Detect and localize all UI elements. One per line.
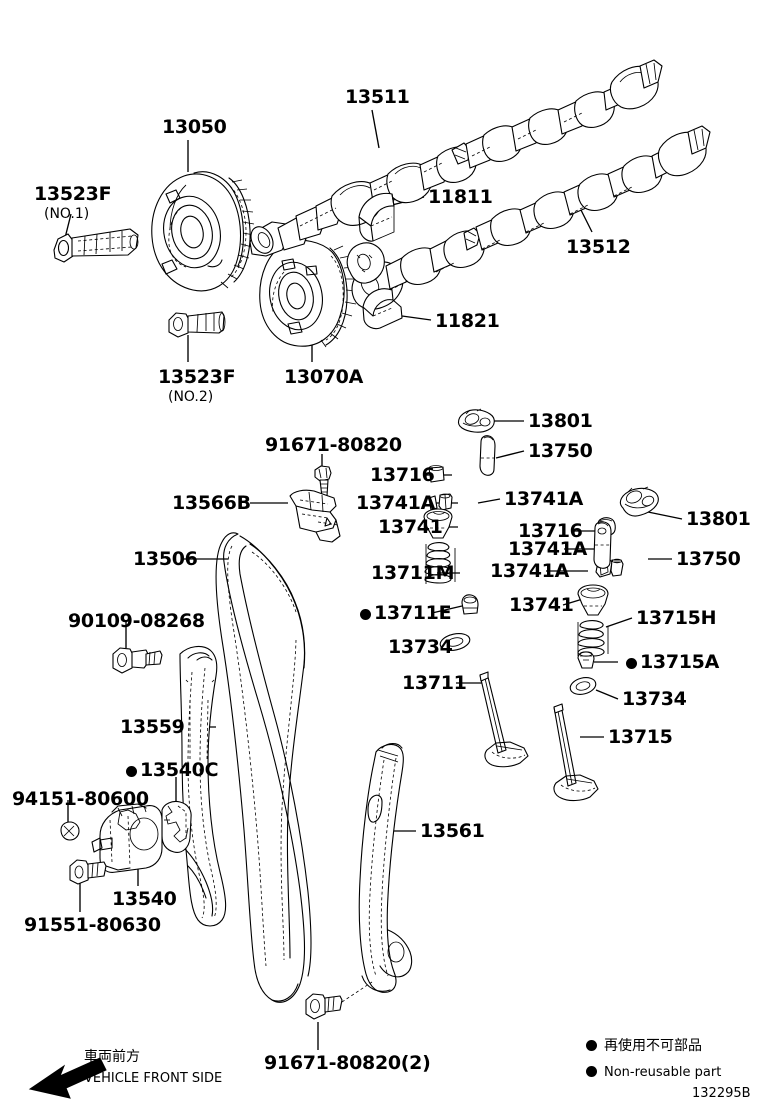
callout-13523F-no1: 13523F (34, 183, 112, 205)
part-13512-front-flange (346, 242, 385, 284)
callout-13561: 13561 (420, 820, 485, 842)
callout-91671-80820-2: 91671-80820(2) (264, 1052, 431, 1074)
callout-13716-b: 13716 (518, 520, 583, 542)
callout-13734-a: 13734 (388, 636, 453, 658)
nonreusable-dot-jp (586, 1040, 597, 1051)
callout-13511: 13511 (345, 86, 410, 108)
part-13801-rocker-arm-b (619, 486, 659, 517)
callout-13711E: 13711E (360, 604, 452, 623)
callout-13070A: 13070A (284, 366, 364, 388)
callout-13750-a: 13750 (528, 440, 593, 462)
callout-11821: 11821 (435, 310, 500, 332)
callout-13741A-a: 13741A (356, 492, 436, 514)
callout-13734-b: 13734 (622, 688, 687, 710)
callout-13741-b: 13741 (509, 594, 574, 616)
part-13741-retainer-b (577, 584, 609, 616)
figure-code: 132295B (692, 1086, 751, 1101)
callout-13506: 13506 (133, 548, 198, 570)
part-11821-bearing (362, 288, 403, 330)
part-94151-80600-washer (60, 821, 80, 841)
callout-13801-a: 13801 (528, 410, 593, 432)
callout-90109-08268: 90109-08268 (68, 610, 205, 632)
part-13523F-no1 (53, 228, 139, 263)
part-13750-lifter-a (479, 435, 496, 476)
part-13711-intake-valve (479, 671, 529, 768)
callout-13801-b: 13801 (686, 508, 751, 530)
part-91551-80630-bolt (69, 859, 107, 885)
callout-13711M: 13711M (371, 562, 455, 584)
vehicle-front-label-en: VEHICLE FRONT SIDE (84, 1071, 223, 1086)
part-13566B-chain-damper (289, 489, 341, 543)
callout-13566B: 13566B (172, 492, 251, 514)
callout-13523F-no1-sub: (NO.1) (44, 206, 90, 222)
callout-13559: 13559 (120, 716, 185, 738)
callout-13512: 13512 (566, 236, 631, 258)
part-13070A-sprocket (259, 239, 358, 348)
part-90109-08268-bolt (112, 647, 163, 674)
part-13734-seat-b (569, 677, 597, 695)
part-13741A-lock-b (595, 557, 624, 578)
part-13511-camshaft (249, 59, 663, 257)
callout-91671-80820: 91671-80820 (265, 434, 402, 456)
nonreusable-label-jp: 再使用不可部品 (604, 1038, 702, 1054)
part-13715-exhaust-valve (553, 703, 599, 802)
part-13715A-keeper (577, 651, 595, 669)
part-13716-shim-b (597, 517, 616, 537)
part-13801-rocker-arm-a (457, 408, 495, 433)
callout-13715A: 13715A (626, 653, 719, 672)
callout-13741-a: 13741 (378, 516, 443, 538)
callout-13741A-d: 13741A (490, 560, 570, 582)
nonreusable-label-en: Non-reusable part (604, 1065, 722, 1080)
callout-13716-a: 13716 (370, 464, 435, 486)
part-13750-lifter-b (593, 521, 612, 569)
part-91671-80820-bolt (314, 465, 332, 498)
callout-13741A-c: 13741A (508, 538, 588, 560)
vehicle-front-label-jp: 車両前方 (84, 1049, 140, 1065)
part-13559-chain-guide (179, 645, 227, 927)
callout-94151-80600: 94151-80600 (12, 788, 149, 810)
part-13050-vvt-sprocket (151, 171, 255, 292)
callout-11811: 11811 (428, 186, 493, 208)
callout-13523F-no2: 13523F (158, 366, 236, 388)
part-13715H-spring (577, 620, 609, 657)
callout-13523F-no2-sub: (NO.2) (168, 389, 214, 405)
part-13540C-gasket (161, 800, 192, 853)
part-13512-camshaft (351, 125, 711, 310)
callout-13750-b: 13750 (676, 548, 741, 570)
callout-13050: 13050 (162, 116, 227, 138)
callout-13715H: 13715H (636, 607, 717, 629)
callout-13540: 13540 (112, 888, 177, 910)
callout-13540C: 13540C (126, 761, 219, 780)
callout-13711: 13711 (402, 672, 467, 694)
part-13540-chain-tensioner (91, 803, 163, 873)
part-13561-chain-guide (358, 742, 413, 993)
callout-13741A-b: 13741A (504, 488, 584, 510)
callout-13715: 13715 (608, 726, 673, 748)
part-13711E-stem-seal (461, 594, 479, 615)
callout-91551-80630: 91551-80630 (24, 914, 161, 936)
part-13523F-no2 (168, 311, 226, 338)
part-91671-80820-2-bolt (305, 981, 373, 1020)
nonreusable-dot-en (586, 1066, 597, 1077)
part-13506-timing-chain (215, 532, 312, 1003)
part-11811-bearing (358, 192, 395, 242)
